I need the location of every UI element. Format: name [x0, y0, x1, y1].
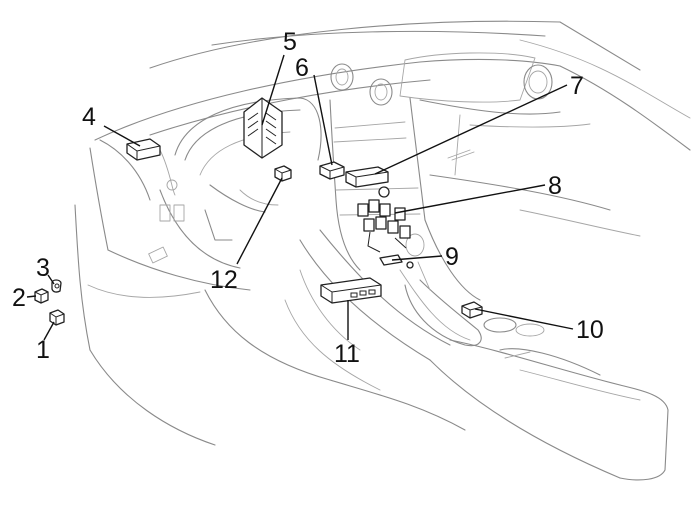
parts: [34, 97, 483, 326]
leader-12: [236, 177, 283, 265]
callout-9: 9: [445, 243, 459, 271]
interior-line-art: [74, 20, 691, 481]
part-10-switch: [461, 301, 483, 319]
callout-6: 6: [295, 54, 309, 82]
leader-3: [47, 274, 55, 285]
leader-1: [43, 321, 55, 341]
part-8-relay-cluster: [357, 186, 411, 253]
part-3-clip: [51, 279, 62, 293]
leader-4: [103, 125, 141, 147]
part-1-relay: [49, 309, 65, 326]
callout-12: 12: [210, 266, 238, 294]
leader-lines: [26, 54, 574, 341]
part-5-junction-block: [243, 97, 283, 159]
callout-8: 8: [548, 172, 562, 200]
callout-labels: 1 2 3 4 5 6 7 8 9 10 11 12: [12, 28, 604, 368]
callout-10: 10: [576, 316, 604, 344]
leader-7: [374, 84, 568, 175]
callout-3: 3: [36, 254, 50, 282]
part-11-ecu: [320, 277, 382, 304]
part-2-block: [34, 288, 49, 304]
leader-2: [26, 295, 37, 298]
part-6-relay: [319, 161, 345, 180]
part-7-module: [345, 166, 389, 188]
leader-10: [474, 308, 574, 330]
leader-9: [391, 255, 443, 261]
callout-7: 7: [570, 72, 584, 100]
part-12-relay: [274, 165, 292, 182]
leader-5: [261, 54, 285, 126]
callout-11: 11: [334, 340, 360, 368]
part-4-module: [126, 138, 161, 161]
callout-2: 2: [12, 284, 26, 312]
leader-8: [394, 184, 546, 214]
callout-5: 5: [283, 28, 297, 56]
leader-6: [313, 74, 333, 166]
callout-4: 4: [82, 103, 96, 131]
callout-1: 1: [36, 336, 50, 364]
part-9-connector: [379, 254, 414, 269]
